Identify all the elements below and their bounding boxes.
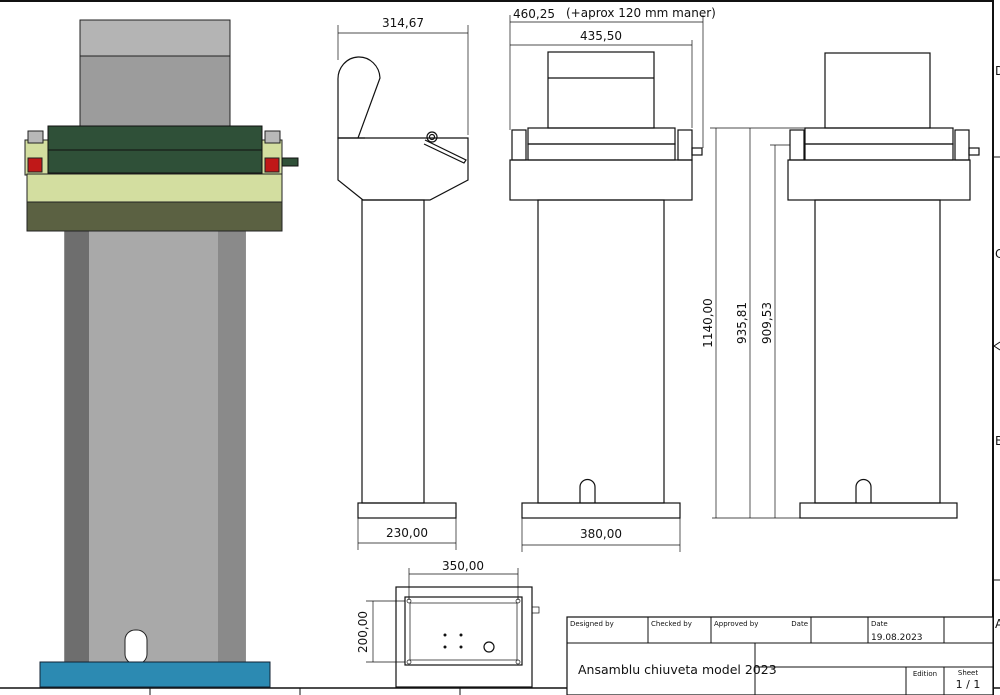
dim-height-total: 1140,00 xyxy=(701,298,715,348)
roller-bottom xyxy=(47,149,263,174)
dim-front-base: 380,00 xyxy=(580,527,622,541)
front-view: 460,25 (+aprox 120 mm maner) 435,50 380,… xyxy=(509,6,716,552)
sheet-label: Sheet xyxy=(958,669,978,677)
right-view: 1140,00 935,81 909,53 xyxy=(701,52,980,519)
base-plate xyxy=(39,661,271,688)
dim-front-width: 435,50 xyxy=(580,29,622,43)
bearing-right xyxy=(264,157,280,173)
roller-top xyxy=(47,125,263,151)
dim-side-width: 314,67 xyxy=(382,16,424,30)
dim-top-width: 350,00 xyxy=(442,559,484,573)
checked-by-label: Checked by xyxy=(651,620,692,628)
dim-top-depth: 200,00 xyxy=(356,611,370,653)
shaded-view xyxy=(24,19,299,688)
title-block: Designed by Checked by Approved by Date … xyxy=(566,616,994,695)
zone-letter-c: C xyxy=(995,247,1000,261)
date-value: 19.08.2023 xyxy=(871,633,923,643)
bearing-left xyxy=(27,157,43,173)
drawing-title: Ansamblu chiuveta model 2023 xyxy=(578,662,777,677)
dim-front-overall-note: (+aprox 120 mm maner) xyxy=(566,6,716,20)
dim-front-overall: 460,25 xyxy=(513,7,555,21)
dim-side-base: 230,00 xyxy=(386,526,428,540)
zone-letter-b: B xyxy=(995,434,1000,448)
designed-by-label: Designed by xyxy=(570,620,614,628)
drain-slot xyxy=(124,629,148,665)
date-label-2: Date xyxy=(871,620,888,628)
sheet-value: 1 / 1 xyxy=(956,678,981,691)
date-label-1: Date xyxy=(791,620,808,628)
dim-height-3: 909,53 xyxy=(760,302,774,344)
side-view: 314,67 230,00 xyxy=(337,16,469,550)
zone-letter-a: A xyxy=(995,617,1000,631)
edition-label: Edition xyxy=(913,670,937,678)
zone-letter-d: D xyxy=(995,64,1000,78)
dim-height-2: 935,81 xyxy=(735,302,749,344)
top-view: 350,00 200,00 xyxy=(356,559,540,688)
zone-ticks xyxy=(149,156,1000,695)
approved-by-label: Approved by xyxy=(714,620,758,628)
